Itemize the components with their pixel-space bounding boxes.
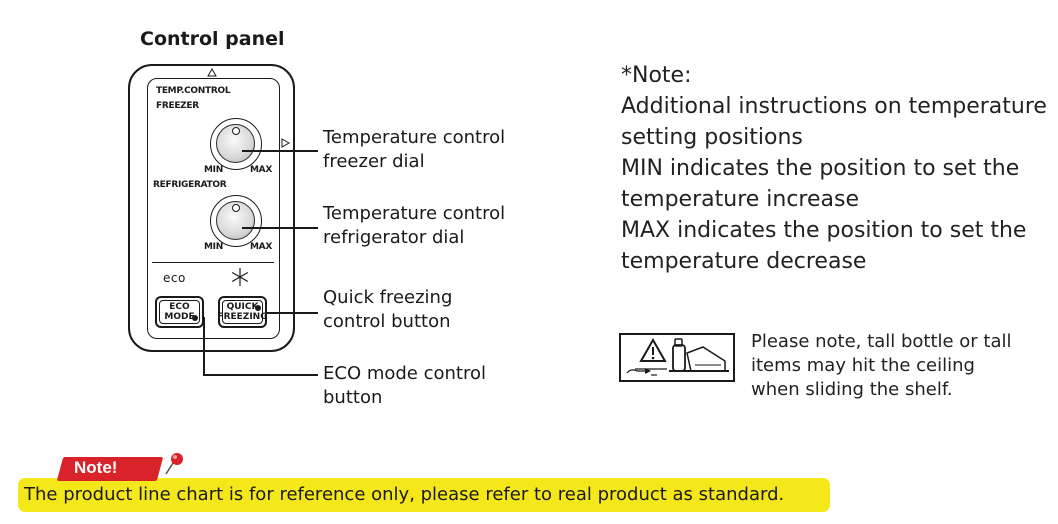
control-panel-face [147,78,280,339]
note-heading: *Note: [621,63,692,88]
freezer-dial-callout-line1: Temperature control [323,127,506,148]
freezer-dial-indicator [232,127,240,135]
quick-freezing-callout-line2: control button [323,311,451,332]
refrigerator-dial[interactable] [210,195,262,247]
warning-line: items may hit the ceiling [751,355,975,376]
temp-control-label: TEMP.CONTROL [156,86,231,96]
eco-mode-leader-vertical [203,317,205,375]
quick-freezing-indicator-dot [255,305,261,311]
footer-highlight-bar [18,478,830,512]
control-panel-title: Control panel [140,28,285,50]
freezer-max-label: MAX [250,165,272,175]
note-line: temperature increase [621,187,860,212]
note-line: MIN indicates the position to set the [621,156,1020,181]
quick-freezing-button-line1: QUICK [226,302,259,312]
quick-freezing-button[interactable]: QUICK FREEZING [217,296,268,328]
quick-freezing-callout: Quick freezing control button [323,286,452,334]
eco-mode-button[interactable]: ECO MODE [155,296,204,328]
eco-mode-button-label: ECO MODE [164,302,194,322]
refrigerator-label: REFRIGERATOR [153,180,227,190]
refrigerator-dial-callout-line1: Temperature control [323,203,506,224]
warning-text: Please note, tall bottle or tall items m… [751,330,1012,402]
eco-mode-indicator-dot [192,315,198,321]
freezer-dial-callout-line2: freezer dial [323,151,425,172]
freezer-label: FREEZER [156,101,199,111]
control-panel-outline [128,64,295,352]
note-block: *Note: Additional instructions on temper… [621,60,1047,277]
pushpin-icon [165,453,183,475]
freezer-dial-leader [242,150,318,152]
eco-mode-button-inset [159,300,200,324]
refrigerator-dial-callout: Temperature control refrigerator dial [323,202,505,250]
footer-text: The product line chart is for reference … [24,484,785,505]
warning-line: when sliding the shelf. [751,379,953,400]
note-tag-label: Note! [74,458,118,477]
refrigerator-dial-leader [242,227,318,229]
snowflake-icon [231,268,249,286]
quick-freezing-button-inset [222,300,263,324]
eco-mode-callout-line1: ECO mode control [323,363,486,384]
eco-mode-leader-horizontal [203,374,318,376]
note-line: setting positions [621,125,803,150]
freezer-dial[interactable] [210,118,262,170]
right-triangle-icon [281,138,290,148]
quick-freezing-button-label: QUICK FREEZING [217,302,267,322]
refrigerator-max-label: MAX [250,242,272,252]
quick-freezing-leader [266,312,318,314]
eco-mode-callout: ECO mode control button [323,362,486,410]
warning-pictogram [619,333,735,382]
eco-mode-button-line2: MODE [164,312,195,322]
refrigerator-dial-indicator [232,204,240,212]
quick-freezing-callout-line1: Quick freezing [323,287,453,308]
panel-divider [152,262,274,263]
note-line: temperature decrease [621,249,867,274]
warning-line: Please note, tall bottle or tall [751,331,1012,352]
note-line: Additional instructions on temperature [621,94,1047,119]
refrigerator-dial-callout-line2: refrigerator dial [323,227,465,248]
refrigerator-min-label: MIN [204,242,223,252]
quick-freezing-button-line2: FREEZING [217,312,268,322]
freezer-min-label: MIN [204,165,223,175]
eco-logo: eco [163,271,186,285]
note-line: MAX indicates the position to set the [621,218,1027,243]
warning-triangle-icon [626,337,729,376]
eco-mode-callout-line2: button [323,387,383,408]
freezer-dial-callout: Temperature control freezer dial [323,126,505,174]
eco-mode-button-line1: ECO [169,302,190,312]
up-triangle-icon [207,68,217,77]
